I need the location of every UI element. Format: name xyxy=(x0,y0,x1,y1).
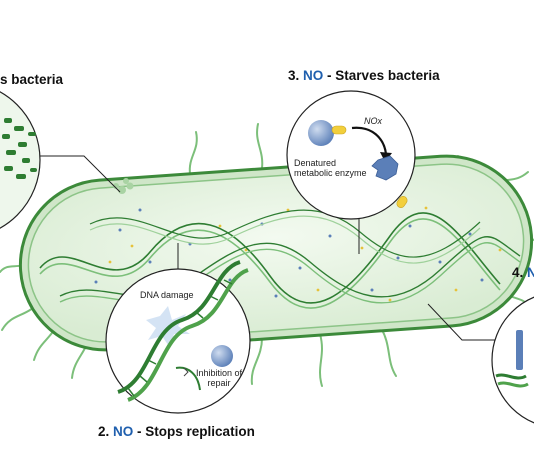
released-cofactor-icon xyxy=(396,196,408,208)
heading-2-stops-replication: 2. NO - Stops replication xyxy=(98,424,255,439)
dna-damage-label: DNA damage xyxy=(140,290,194,300)
denatured-enzyme-label: Denatured metabolic enzyme xyxy=(294,158,367,178)
reaction-arrow-icon xyxy=(351,126,388,155)
heading-number: 4. xyxy=(512,265,524,280)
callout-3-starves xyxy=(286,90,416,220)
denatured-enzyme-icon xyxy=(371,155,399,181)
denatured-label-line1: Denatured xyxy=(294,158,337,168)
heading-starves-partial-left: s bacteria xyxy=(0,72,64,87)
heading-text: - Stops replication xyxy=(137,424,255,439)
repair-enzyme-icon xyxy=(211,345,233,367)
no-label: N xyxy=(527,265,534,280)
callout-4-partial xyxy=(491,296,534,424)
no-label: NO xyxy=(113,424,134,439)
cytoplasm-particles xyxy=(94,204,502,302)
nox-label: NOx xyxy=(364,116,382,126)
inhibition-label-line1: Inhibition of xyxy=(196,368,243,378)
callout-1-membrane-partial xyxy=(0,91,41,229)
inhibition-mark-icon xyxy=(183,367,189,377)
heading-number: 2. xyxy=(98,424,110,439)
leader-lines xyxy=(32,155,498,341)
bacterial-cell xyxy=(18,154,534,352)
heading-4-partial: 4. N xyxy=(512,265,534,280)
inhibition-label-line2: repair xyxy=(207,378,231,388)
heading-3-starves-bacteria: 3. NO - Starves bacteria xyxy=(288,68,440,83)
denatured-label-line2: metabolic enzyme xyxy=(294,168,367,178)
heading-text: - Starves bacteria xyxy=(327,68,440,83)
heading-number: 3. xyxy=(288,68,300,83)
cofactor-icon xyxy=(331,125,347,135)
inhibition-of-repair-label: Inhibition of repair xyxy=(196,368,242,388)
no-molecule-icon xyxy=(308,120,334,146)
callout-2-replication xyxy=(105,260,251,414)
no-label: NO xyxy=(303,68,324,83)
